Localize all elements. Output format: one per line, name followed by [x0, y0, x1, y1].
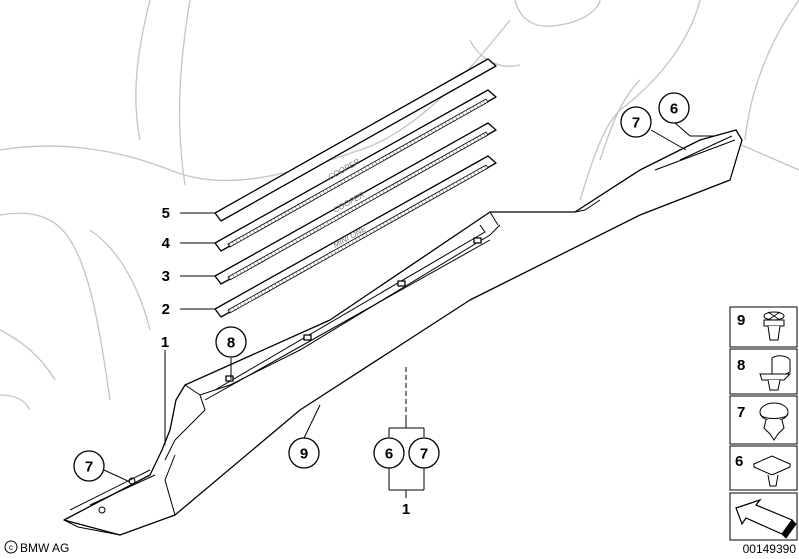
svg-text:7: 7	[85, 459, 93, 476]
legend-number: 7	[737, 404, 745, 421]
clip-icon	[759, 355, 792, 391]
legend-arrow-box	[729, 492, 798, 541]
strip-leaders	[180, 212, 215, 310]
trim-strip-5[interactable]	[214, 58, 497, 222]
svg-text:9: 9	[300, 446, 308, 463]
expanding-rivet-icon	[763, 311, 785, 341]
callout-7-left[interactable]: 7	[73, 450, 105, 482]
svg-text:c: c	[9, 543, 13, 552]
label-1-left[interactable]: 1	[161, 334, 169, 351]
legend-item-9[interactable]: 9	[729, 306, 798, 348]
trim-strip-2[interactable]: MINI ONE	[214, 155, 497, 318]
diagram-number: 00149390	[743, 542, 797, 556]
label-1-bottom[interactable]: 1	[402, 501, 410, 518]
label-2[interactable]: 2	[162, 301, 170, 318]
svg-text:8: 8	[227, 335, 235, 352]
legend-number: 6	[735, 453, 743, 470]
svg-text:6: 6	[385, 446, 393, 463]
washer-clip-icon	[752, 455, 792, 487]
legend-item-6[interactable]: 6	[729, 445, 798, 491]
trim-strip-3[interactable]: COOPER	[214, 122, 497, 285]
side-sill-cover[interactable]	[63, 129, 743, 536]
group-bracket	[388, 420, 425, 498]
legend-item-8[interactable]: 8	[729, 348, 798, 395]
bmw-copyright: c BMW AG	[4, 540, 69, 555]
parts-legend: 9 8 7	[729, 306, 798, 541]
svg-text:6: 6	[670, 101, 678, 118]
svg-text:7: 7	[632, 115, 640, 132]
callout-7-group[interactable]: 7	[408, 437, 440, 469]
push-rivet-icon	[759, 402, 789, 441]
callout-9[interactable]: 9	[288, 437, 320, 469]
label-5[interactable]: 5	[162, 205, 170, 222]
legend-number: 9	[737, 312, 745, 329]
callout-6-top[interactable]: 6	[658, 92, 690, 124]
callout-6-group[interactable]: 6	[373, 437, 405, 469]
callout-leaders	[103, 121, 715, 483]
legend-number: 8	[737, 357, 745, 374]
label-3[interactable]: 3	[162, 268, 170, 285]
label-4[interactable]: 4	[162, 235, 171, 252]
callout-8[interactable]: 8	[215, 326, 247, 358]
svg-text:7: 7	[420, 446, 428, 463]
trim-strip-4[interactable]: COOPER	[214, 89, 497, 252]
legend-item-7[interactable]: 7	[729, 395, 798, 445]
brand-label: BMW AG	[20, 541, 69, 555]
arrow-icon	[735, 498, 797, 539]
callout-7-top[interactable]: 7	[620, 106, 652, 138]
